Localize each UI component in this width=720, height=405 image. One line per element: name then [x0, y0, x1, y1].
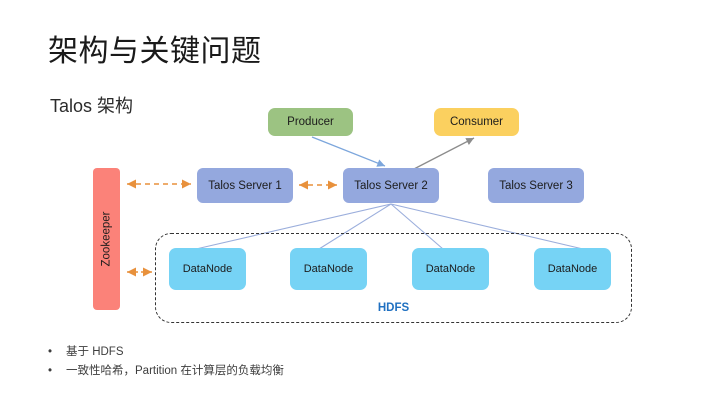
node-zookeeper[interactable]: Zookeeper — [93, 168, 120, 310]
hdfs-group-label: HDFS — [377, 302, 410, 314]
node-producer[interactable]: Producer — [268, 108, 353, 136]
page-title: 架构与关键问题 — [48, 35, 262, 68]
node-consumer[interactable]: Consumer — [434, 108, 519, 136]
bullet-marker: • — [48, 346, 53, 358]
node-talos-server-2[interactable]: Talos Server 2 — [343, 168, 439, 203]
edge-server2-to-consumer — [411, 137, 475, 171]
node-producer-label: Producer — [287, 116, 334, 128]
node-talos-server-1-label: Talos Server 1 — [208, 179, 282, 192]
hdfs-group-boundary — [155, 233, 632, 323]
node-datanode-2-label: DataNode — [303, 263, 354, 275]
bullet-text: 基于 HDFS — [66, 346, 124, 358]
node-datanode-1-label: DataNode — [182, 263, 233, 275]
node-zookeeper-label: Zookeeper — [100, 211, 113, 267]
node-datanode-3[interactable]: DataNode — [412, 248, 489, 290]
bullet-text: 一致性哈希，Partition 在计算层的负载均衡 — [66, 365, 284, 377]
list-item: • 基于 HDFS — [48, 343, 668, 362]
node-datanode-2[interactable]: DataNode — [290, 248, 367, 290]
bullet-list: • 基于 HDFS • 一致性哈希，Partition 在计算层的负载均衡 — [48, 343, 668, 381]
bullet-marker: • — [48, 365, 53, 377]
node-talos-server-3-label: Talos Server 3 — [499, 179, 573, 192]
node-talos-server-2-label: Talos Server 2 — [354, 179, 428, 192]
list-item: • 一致性哈希，Partition 在计算层的负载均衡 — [48, 362, 668, 381]
node-datanode-1[interactable]: DataNode — [169, 248, 246, 290]
node-talos-server-3[interactable]: Talos Server 3 — [488, 168, 584, 203]
edge-producer-to-server2 — [311, 136, 386, 167]
node-datanode-4-label: DataNode — [547, 263, 598, 275]
node-datanode-3-label: DataNode — [425, 263, 476, 275]
node-talos-server-1[interactable]: Talos Server 1 — [197, 168, 293, 203]
node-consumer-label: Consumer — [449, 116, 504, 128]
section-subtitle: Talos 架构 — [50, 96, 134, 116]
node-datanode-4[interactable]: DataNode — [534, 248, 611, 290]
